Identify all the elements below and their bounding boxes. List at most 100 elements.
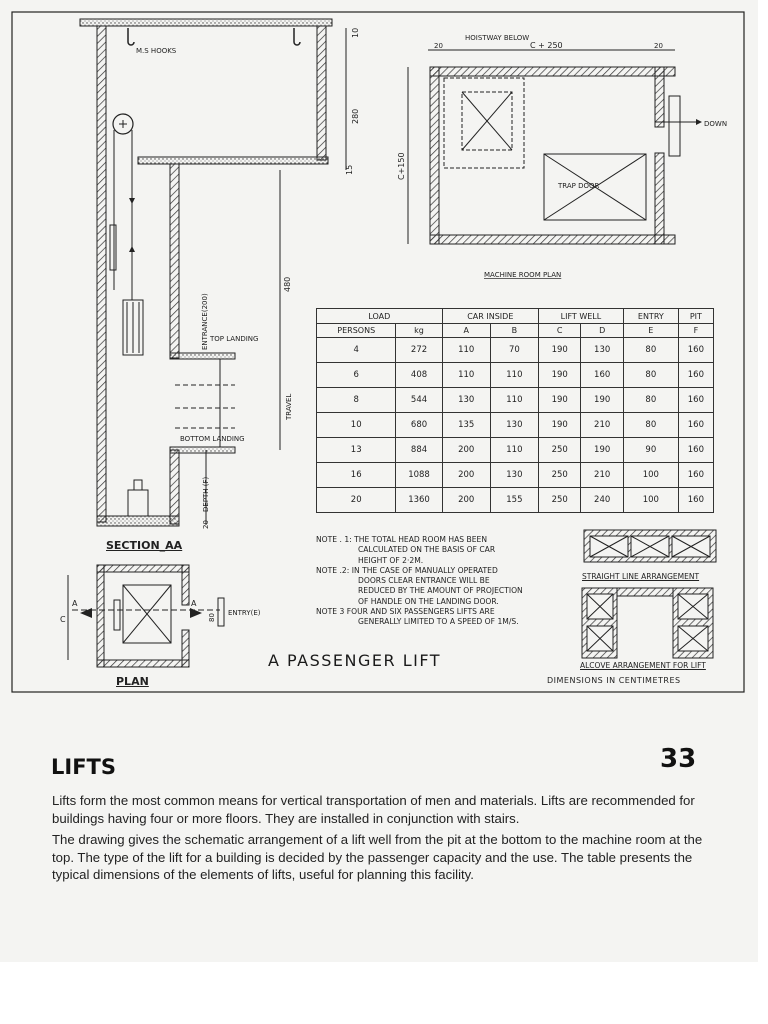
cell: 16: [315, 462, 397, 488]
trap-door-label: TRAP DOOR: [557, 182, 600, 190]
machine-room-plan: HOISTWAY BELOW C + 250 20 20 DOWN TRAP D…: [397, 34, 727, 279]
cell: 155: [489, 487, 539, 513]
cell: 884: [395, 437, 443, 463]
header-pit: PIT: [677, 308, 715, 324]
cell: 10: [315, 412, 397, 438]
note-line: IN THE CASE OF MANUALLY OPERATED: [351, 565, 498, 575]
note-line: DOORS CLEAR ENTRANCE WILL BE: [358, 576, 490, 586]
cell: 110: [489, 437, 539, 463]
straight-line-arrangement: [583, 529, 717, 563]
note-line: OF HANDLE ON THE LANDING DOOR.: [358, 596, 499, 606]
note-line: THE TOTAL HEAD ROOM HAS BEEN: [354, 535, 488, 544]
cell: 190: [537, 412, 582, 438]
note-line: GENERALLY LIMITED TO A SPEED OF 1m/s.: [358, 617, 519, 627]
cell: 80: [622, 337, 679, 363]
subheader-e: E: [622, 323, 679, 338]
cell: 6: [315, 362, 397, 388]
cell: 110: [441, 362, 491, 388]
cell: 250: [537, 487, 582, 513]
sheet-border: [11, 11, 745, 693]
cell: 160: [580, 362, 624, 388]
hoistway-label: HOISTWAY BELOW: [465, 34, 529, 42]
entry-e-label: ENTRY(E): [228, 609, 261, 617]
cell: 200: [441, 462, 491, 488]
travel-label: TRAVEL: [285, 394, 293, 421]
header-load: LOAD: [316, 308, 443, 324]
cell: 544: [395, 387, 443, 413]
cell: 80: [622, 387, 679, 413]
subheader-c: C: [537, 323, 582, 338]
bottom-landing-label: BOTTOM LANDING: [180, 435, 245, 443]
dim-20-top-right: 20: [654, 42, 663, 50]
dimensions-note: DIMENSIONS IN CENTIMETRES: [547, 676, 681, 685]
depth-label: DEPTH (F): [202, 476, 210, 512]
subheader-a: A: [441, 323, 491, 338]
dim-10: 10: [351, 28, 360, 38]
cell: 160: [677, 337, 715, 363]
dim-20-pit: 20: [202, 520, 210, 529]
section-aa-caption: SECTION_AA: [106, 539, 183, 552]
subheader-f: F: [677, 323, 715, 338]
header-entry: ENTRY: [622, 308, 679, 324]
cell: 20: [315, 487, 397, 513]
cell: 130: [489, 412, 539, 438]
alcove-arrangement: [581, 587, 714, 659]
cell: 250: [537, 462, 582, 488]
cell: 190: [580, 387, 624, 413]
subheader-kg: kg: [395, 323, 443, 338]
cell: 1088: [395, 462, 443, 488]
cell: 4: [315, 337, 397, 363]
header-lift-well: LIFT WELL: [537, 308, 624, 324]
cell: 190: [580, 437, 624, 463]
header-car-inside: CAR INSIDE: [441, 308, 539, 324]
dim-80-label: 80: [208, 613, 216, 622]
cell: 110: [441, 337, 491, 363]
entrance-label: ENTRANCE(200): [201, 293, 209, 350]
cell: 190: [537, 362, 582, 388]
section-aa-drawing: 10 280 15 480 ENTRANCE(200) TRAVEL DEPTH…: [79, 18, 360, 529]
machine-floor: [137, 156, 329, 165]
subheader-b: B: [489, 323, 539, 338]
note-line: FOUR AND SIX PASSENGERS LIFTS ARE: [346, 607, 495, 617]
cell: 160: [677, 362, 715, 388]
cell: 408: [395, 362, 443, 388]
cell: 110: [489, 362, 539, 388]
dim-c-label: C: [60, 615, 66, 624]
cell: 130: [441, 387, 491, 413]
drawing-title: A PASSENGER LIFT: [268, 651, 442, 670]
cell: 240: [580, 487, 624, 513]
cell: 680: [395, 412, 443, 438]
cell: 272: [395, 337, 443, 363]
dim-15: 15: [345, 165, 354, 175]
dim-480: 480: [283, 277, 292, 292]
cell: 80: [622, 362, 679, 388]
cell: 250: [537, 437, 582, 463]
alcove-arrangement-caption: ALCOVE ARRANGEMENT FOR LIFT: [580, 661, 706, 670]
ms-hooks-label: M.S HOOKS: [136, 47, 177, 55]
c-plus-150-label: C+150: [397, 152, 406, 180]
note-1-lead: NOTE . 1:: [316, 535, 352, 544]
note-line: REDUCED BY THE AMOUNT OF PROJECTION: [358, 586, 523, 596]
page-heading: LIFTS: [51, 755, 116, 779]
subheader-persons: PERSONS: [315, 323, 397, 338]
cell: 160: [677, 462, 715, 488]
left-wall: [96, 25, 107, 523]
drawing-sheet: 10 280 15 480 ENTRANCE(200) TRAVEL DEPTH…: [10, 10, 747, 695]
cell: 160: [677, 437, 715, 463]
cell: 130: [580, 337, 624, 363]
note-line: HEIGHT OF 2·2m.: [358, 555, 424, 565]
cell: 13: [315, 437, 397, 463]
machine-room-caption: MACHINE ROOM PLAN: [484, 271, 561, 279]
cell: 210: [580, 462, 624, 488]
cell: 100: [622, 462, 679, 488]
cell: 110: [489, 387, 539, 413]
cell: 210: [580, 412, 624, 438]
cell: 70: [489, 337, 539, 363]
note-line: CALCULATED ON THE BASIS OF CAR: [358, 545, 496, 555]
